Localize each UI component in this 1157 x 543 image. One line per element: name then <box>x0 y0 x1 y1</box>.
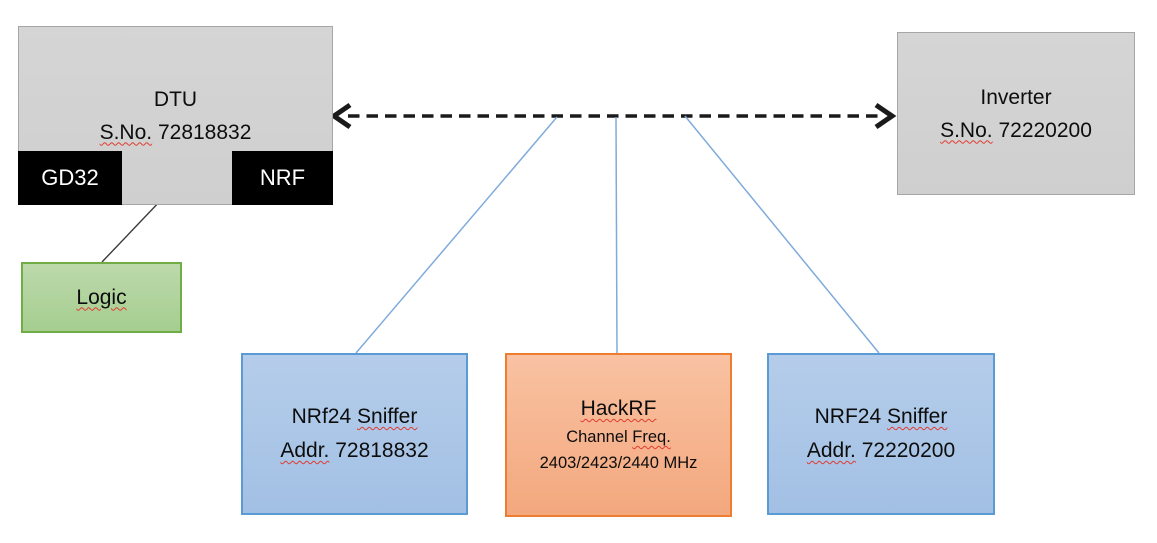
logic-label: Logic <box>76 285 127 309</box>
hackrf-subtitle-prefix: Channel <box>566 428 628 446</box>
inverter-serial-label: S.No. <box>940 118 993 142</box>
sniffer-right-addr: Addr. 72220200 <box>807 434 955 468</box>
hackrf-frequencies: 2403/2423/2440 MHz <box>539 454 698 472</box>
sniffer-left-title: NRf24 Sniffer <box>292 400 418 434</box>
inverter-serial-value: 72220200 <box>998 118 1092 142</box>
dtu-serial-value: 72818832 <box>157 120 252 144</box>
sniffer-right-title-word: Sniffer <box>887 405 948 428</box>
nrf-chip: NRF <box>232 151 333 205</box>
nrf-label: NRF <box>259 165 306 190</box>
inverter-box: Inverter S.No. 72220200 <box>897 32 1135 195</box>
sniffer-right-title-prefix: NRF24 <box>814 405 882 428</box>
sniffer-left-addr-value: 72818832 <box>335 439 429 462</box>
sniffer-right-box: NRF24 Sniffer Addr. 72220200 <box>767 353 995 515</box>
hackrf-subtitle-word: Freq. <box>632 428 671 446</box>
sniffer-right-addr-value: 72220200 <box>861 439 956 462</box>
sniffer-left-addr: Addr. 72818832 <box>280 434 428 468</box>
hackrf-connector <box>615 116 618 354</box>
dtu-serial: S.No. 72818832 <box>100 116 252 149</box>
sniffer-left-title-prefix: NRf24 <box>291 405 352 428</box>
sniffer-left-box: NRf24 Sniffer Addr. 72818832 <box>241 353 468 515</box>
gd32-label: GD32 <box>41 165 99 190</box>
dtu-title: DTU <box>153 87 198 111</box>
sniffer-right-addr-label: Addr. <box>806 439 856 462</box>
hackrf-title: HackRF <box>580 397 657 420</box>
inverter-title: Inverter <box>980 85 1052 109</box>
logic-box: Logic <box>21 262 182 333</box>
hackrf-box: HackRF Channel Freq. 2403/2423/2440 MHz <box>505 353 732 517</box>
dtu-serial-label: S.No. <box>99 120 153 144</box>
sniffer-left-connector <box>355 116 558 354</box>
dtu-inverter-dashed-arrow <box>329 102 897 130</box>
sniffer-left-addr-label: Addr. <box>280 439 330 462</box>
inverter-serial: S.No. 72220200 <box>940 114 1092 147</box>
sniffer-right-connector <box>684 115 880 354</box>
gd32-chip: GD32 <box>18 151 122 205</box>
sniffer-right-title: NRF24 Sniffer <box>815 400 948 434</box>
sniffer-left-title-word: Sniffer <box>357 405 418 428</box>
hackrf-subtitle: Channel Freq. <box>566 424 671 450</box>
